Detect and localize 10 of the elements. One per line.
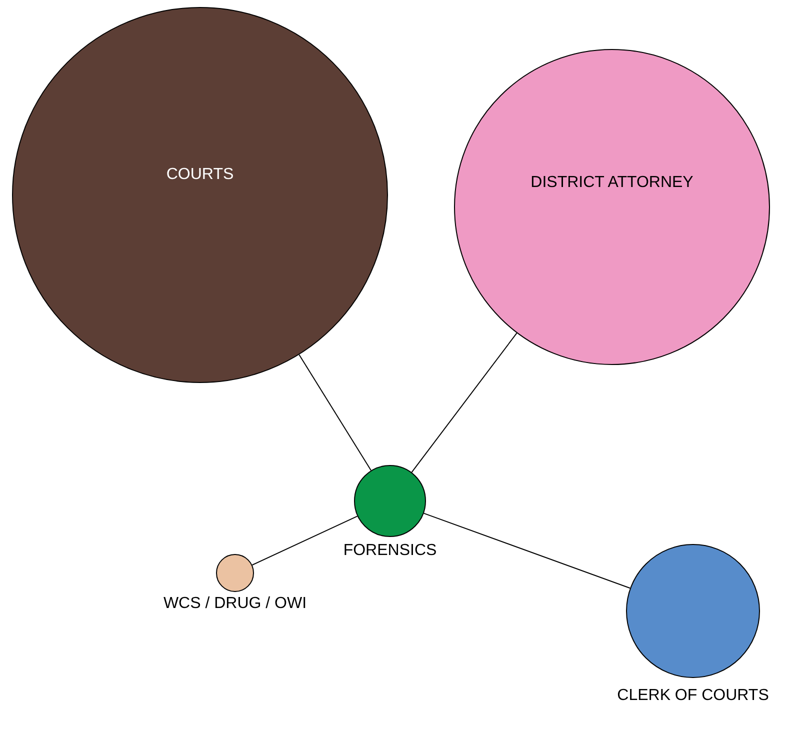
node-label: WCS / DRUG / OWI (163, 594, 307, 614)
connector-line (298, 354, 372, 471)
node-label: DISTRICT ATTORNEY (530, 173, 694, 193)
connector-line (423, 512, 631, 589)
connector-line (411, 332, 518, 473)
node-label: CLERK OF COURTS (617, 686, 769, 706)
connector-line (252, 516, 358, 566)
node-label: FORENSICS (343, 541, 437, 561)
node-label: COURTS (166, 165, 234, 185)
node-circle (216, 554, 254, 592)
